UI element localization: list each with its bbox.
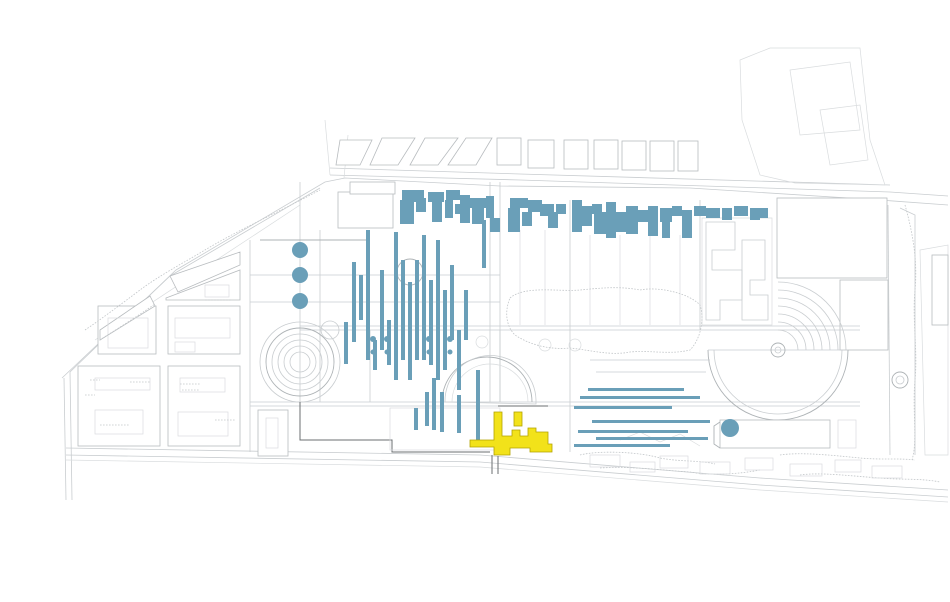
vegetation bbox=[84, 189, 941, 483]
proposed-buildings bbox=[292, 190, 768, 447]
semicircle-plaza-east bbox=[707, 281, 849, 421]
circular-pavilions bbox=[292, 242, 308, 309]
highlighted-building bbox=[469, 411, 553, 456]
vertical-slab-buildings bbox=[344, 220, 486, 440]
circular-pavilion-east bbox=[721, 419, 739, 437]
north-building-row bbox=[400, 190, 768, 238]
horizontal-slab-buildings bbox=[574, 388, 710, 447]
base-linework bbox=[61, 47, 949, 503]
